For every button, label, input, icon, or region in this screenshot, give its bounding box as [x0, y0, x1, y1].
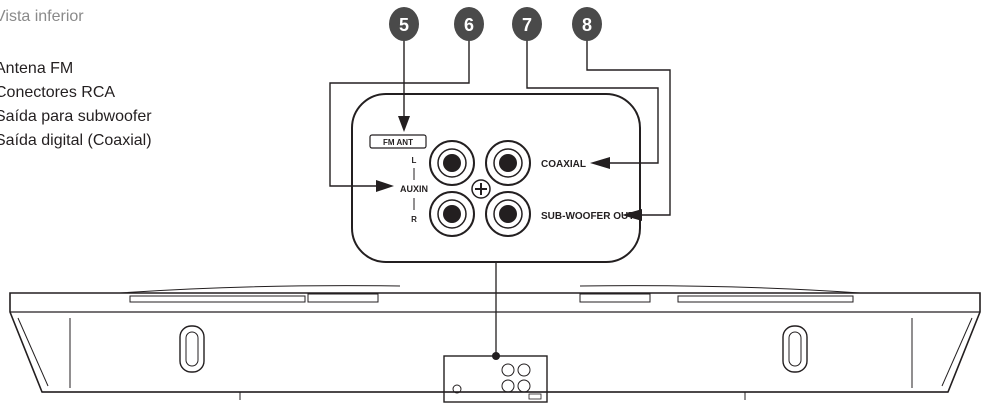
connector-panel: FM ANT L AUXIN R — [351, 93, 641, 263]
callout-5: 5 — [389, 7, 419, 41]
left-channel-label: L — [412, 156, 417, 165]
callout-6: 6 — [454, 7, 484, 41]
callout-8-number: 8 — [582, 15, 592, 35]
leader-lines — [329, 40, 671, 216]
right-channel-label: R — [411, 215, 417, 224]
panel-leader-dot — [492, 352, 500, 360]
fm-ant-label: FM ANT — [383, 138, 413, 147]
fm-ant-box — [369, 134, 427, 149]
legend-title: Vista inferior — [0, 8, 84, 25]
screw-icon — [471, 179, 491, 199]
callout-7-number: 7 — [522, 15, 532, 35]
rca-jack-top-right — [485, 140, 531, 186]
arrowheads — [376, 116, 642, 221]
legend-item-subwoofer-output: Saída para subwoofer — [0, 108, 152, 125]
rca-jack-bottom-right — [485, 191, 531, 237]
arrow-aux-in-icon — [376, 180, 394, 192]
arrow-fm-ant-icon — [398, 116, 410, 132]
callout-5-number: 5 — [399, 15, 409, 35]
arrow-sub-woofer-icon — [622, 209, 642, 221]
legend-item-rca-connectors: Conectores RCA — [0, 84, 116, 101]
aux-in-label: AUXIN — [400, 184, 428, 194]
legend-item-coaxial-output: Saída digital (Coaxial) — [0, 132, 152, 149]
legend-item-fm-antenna: Antena FM — [0, 60, 74, 77]
arrow-coaxial-icon — [590, 157, 610, 169]
callout-8: 8 — [572, 7, 602, 41]
soundbar-body — [9, 285, 981, 403]
callout-7: 7 — [512, 7, 542, 41]
rca-jack-bottom-left — [429, 191, 475, 237]
sub-woofer-out-label: SUB-WOOFER OUT — [541, 211, 634, 222]
callout-6-number: 6 — [464, 15, 474, 35]
coaxial-label: COAXIAL — [541, 159, 586, 170]
rca-jack-top-left — [429, 140, 475, 186]
